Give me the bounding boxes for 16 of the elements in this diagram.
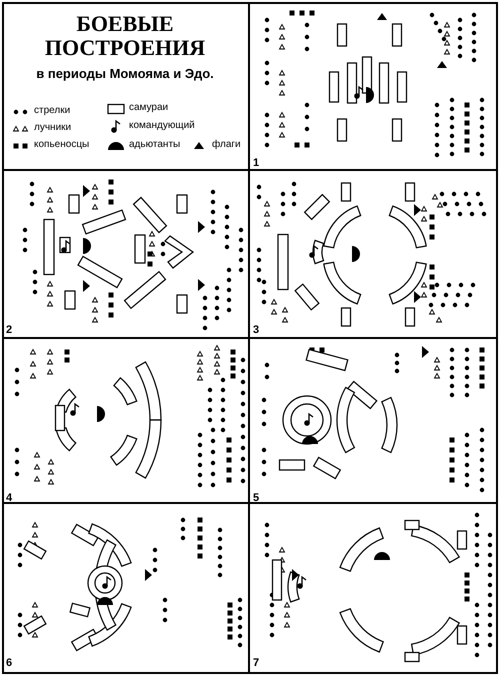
panel-number: 6 [6,657,12,669]
legend-label: командующий [129,120,195,131]
legend-label: флаги [212,139,241,150]
panel-number: 2 [6,324,12,336]
legend-label: адьютанты [129,139,180,150]
legend-label: самураи [129,102,168,113]
panel-number: 3 [253,324,260,336]
title: БОЕВЫЕ ПОСТРОЕНИЯ [44,12,206,60]
panel-number: 1 [253,157,260,169]
panel-number: 4 [6,492,12,504]
legend-label: лучники [34,122,72,133]
subtitle: в периоды Момояма и Эдо. [35,66,215,81]
panel-number: 5 [253,492,260,504]
panel-number: 7 [253,657,260,669]
legend-label: копьеносцы [34,139,90,150]
legend-label: стрелки [34,105,70,116]
